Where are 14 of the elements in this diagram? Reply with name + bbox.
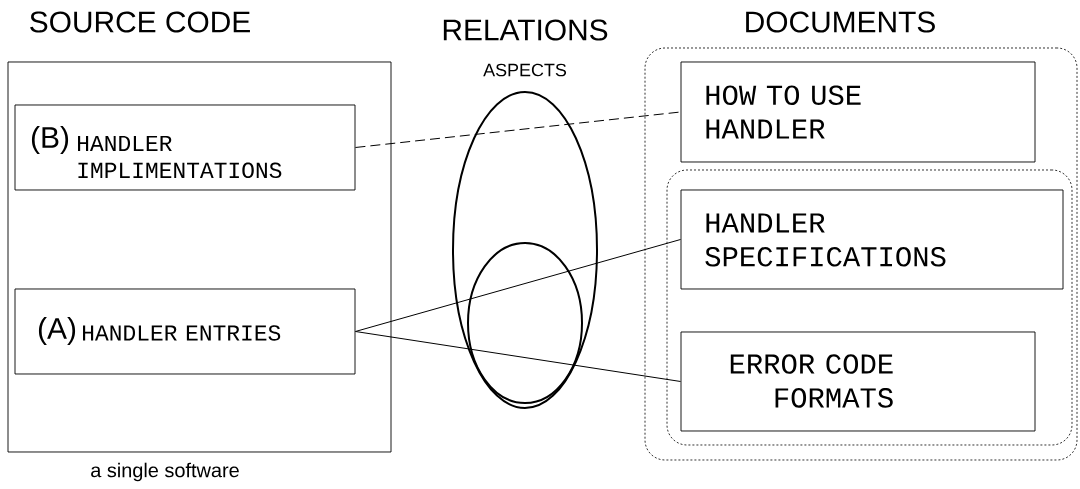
handler-box: (B) HANDLER IMPLIMENTATIONS xyxy=(14,104,356,191)
node-label: a single software xyxy=(91,462,239,482)
node-label: DOCUMENTS xyxy=(746,11,935,33)
connector-line xyxy=(354,111,682,148)
ellipse-label: ASPECTS xyxy=(483,63,567,77)
document-box: HOW TO USE HANDLER xyxy=(680,61,1036,163)
connector-line xyxy=(354,331,682,382)
document-group xyxy=(666,169,1073,446)
document-box: HANDLER SPECIFICATIONS xyxy=(680,189,1064,290)
handler-box: (A) HANDLER ENTRIES xyxy=(14,288,356,375)
heading: RELATIONS xyxy=(443,19,608,41)
document-box: ERROR CODE FORMATS xyxy=(680,331,1036,432)
connector-line xyxy=(354,239,682,332)
node-label: SOURCE CODE xyxy=(30,11,250,33)
